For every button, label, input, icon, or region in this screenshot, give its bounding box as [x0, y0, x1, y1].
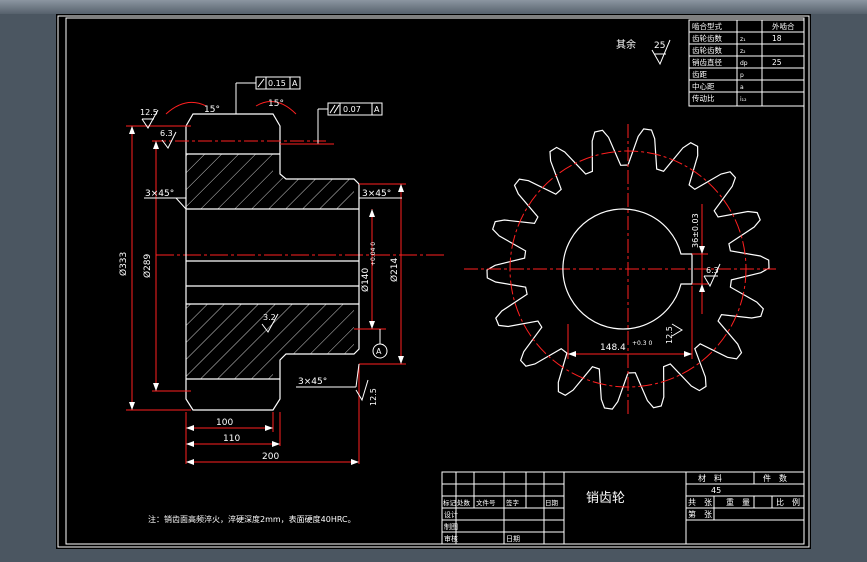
revision-header: 签字: [506, 498, 520, 507]
dim-bore-diameter: Ø140: [360, 267, 371, 292]
keyway-dimensions: [567, 204, 708, 359]
param-value: 外啮合: [772, 21, 795, 31]
sheet-border: [57, 15, 810, 548]
dim-100: 100: [216, 418, 233, 428]
roughness-other-symbol: [651, 39, 671, 66]
parallel-value: 0.07: [343, 105, 361, 114]
revision-header: 标记: [443, 498, 457, 507]
param-symbol: z₂: [740, 48, 746, 55]
keyway-width: 36±0.03: [691, 213, 700, 248]
section-outline: [185, 113, 360, 411]
dim-200: 200: [262, 452, 279, 462]
reviewer-label: 审核: [444, 534, 458, 543]
roughness-other-value: 25: [654, 41, 665, 51]
dim-110: 110: [223, 434, 240, 444]
gear-end-view: 36±0.03 148.4 +0.3 0 6.3 12.5: [464, 124, 776, 414]
param-value: 25: [772, 58, 782, 67]
angle-left: 15°: [204, 105, 220, 115]
bore-with-keyway: [562, 208, 693, 330]
roughness-bore: 3.2: [263, 313, 276, 322]
technical-note: 注：销齿面高频淬火，淬硬深度2mm，表面硬度40HRC。: [148, 514, 356, 524]
roughness-small: 6.3: [160, 129, 173, 138]
param-symbol: a: [740, 84, 744, 91]
runout-value: 0.15: [268, 79, 286, 88]
param-label: 传动比: [692, 93, 715, 103]
total-sheets-label: 共 张: [688, 498, 712, 507]
param-label: 中心距: [692, 81, 715, 91]
revision-header: 文件号: [476, 498, 496, 507]
datum-symbol: [372, 343, 388, 359]
param-symbol: dp: [740, 60, 748, 67]
angle-arc-right: [255, 101, 297, 115]
lower-section-hatch: [186, 304, 354, 379]
section-view: Ø333 Ø289 Ø140 +0.04 0 Ø214 100 110 200 …: [118, 76, 446, 465]
material-value: 45: [711, 486, 721, 495]
drawer-label: 制图: [444, 522, 458, 531]
revision-headers: 标记处数文件号 签字 日期: [443, 498, 559, 507]
roughness-side: 12.5: [369, 388, 378, 406]
dim-outer-diameter: Ø333: [118, 252, 129, 276]
roughness-keyway: 6.3: [706, 266, 719, 275]
gear-parameter-table: [688, 19, 805, 107]
param-label: 齿轮齿数: [692, 45, 722, 55]
revision-header: 日期: [545, 499, 559, 507]
param-label: 销齿直径: [692, 57, 722, 67]
runout-datum: A: [292, 79, 298, 88]
runout-tolerance-frame: [235, 76, 301, 114]
param-label: 啮合型式: [692, 21, 722, 31]
parallel-datum: A: [374, 105, 380, 114]
upper-section-hatch: [186, 154, 354, 209]
angle-arc-left: [165, 101, 207, 115]
dimension-arrows: [129, 126, 404, 465]
weight-label: 重 量: [726, 497, 750, 507]
param-label: 齿距: [692, 70, 707, 79]
dim-hub-diameter: Ø214: [389, 257, 400, 282]
revision-header: 处数: [457, 498, 471, 507]
param-value: 18: [772, 34, 782, 43]
param-symbol: p: [740, 72, 744, 79]
angle-right: 15°: [268, 99, 284, 109]
dimension-lines: [126, 125, 406, 464]
roughness-bottom: 12.5: [665, 326, 674, 344]
keyway-depth-tolerance: +0.3 0: [632, 340, 652, 347]
chamfer-top-left: 3×45°: [145, 189, 174, 199]
roughness-top: 12.5: [140, 108, 158, 117]
datum-label: A: [376, 347, 382, 356]
dim-pitch-diameter: Ø289: [142, 253, 153, 278]
chamfer-bottom: 3×45°: [298, 377, 327, 387]
chamfer-top-right: 3×45°: [362, 189, 391, 199]
param-label: 齿轮齿数: [692, 33, 722, 43]
date-label: 日期: [506, 535, 520, 543]
piece-header: 件 数: [763, 473, 787, 483]
roughness-marks-end-view: [671, 263, 721, 337]
roughness-marks-section: [141, 109, 369, 402]
scale-label: 比 例: [776, 497, 800, 507]
sheet-label: 第 张: [688, 509, 712, 519]
drawing-sheet: 啮合型式 外啮合齿轮齿数 z₁ 18 齿轮齿数 z₂ 销齿直径 dp 25 齿距 p 中心距 a 传动比 i…: [56, 14, 811, 549]
parallel-tolerance-frame: [317, 102, 383, 144]
part-name: 销齿轮: [586, 491, 625, 506]
dim-bore-tolerance: +0.04 0: [370, 242, 377, 266]
designer-label: 设计: [444, 510, 458, 519]
drawing-frame: [65, 17, 805, 545]
roughness-other-label: 其余: [616, 38, 636, 51]
param-symbol: i₁₂: [740, 96, 747, 103]
material-header: 材 料: [698, 473, 722, 483]
window-frame: [0, 0, 867, 14]
keyway-depth: 148.4: [600, 343, 626, 353]
title-block: [441, 471, 805, 545]
param-symbol: z₁: [740, 36, 746, 43]
